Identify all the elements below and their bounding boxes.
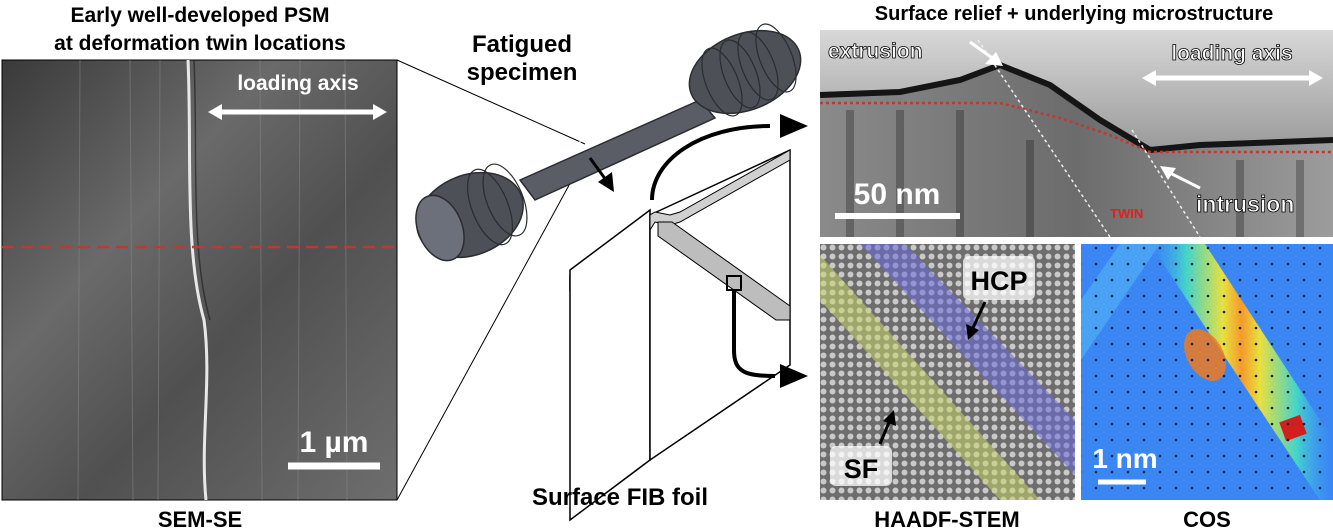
leader-line-top (396, 59, 586, 145)
hcp-label: HCP (970, 266, 1027, 296)
sem-scale-label: 1 µm (300, 426, 369, 459)
hcp-arrow (966, 324, 979, 340)
sem-title-line1: Early well-developed PSM (70, 4, 329, 27)
intrusion-label: intrusion (1196, 191, 1294, 217)
cos-panel: 1 nm COS (1081, 244, 1333, 532)
cos-caption: COS (1183, 507, 1231, 532)
sem-image (1, 59, 398, 501)
specimen-title-line1: Fatigued (472, 31, 572, 58)
specimen-arrow (588, 157, 608, 181)
hcp-band (860, 244, 1075, 475)
tem-scale-bar: 50 nm (835, 178, 960, 219)
extrusion-label: extrusion (828, 40, 923, 63)
foil-caption: Surface FIB foil (532, 484, 708, 511)
tem-cap-layer (820, 30, 1333, 150)
leader-line-bottom (396, 155, 586, 501)
specimen-title-line2: specimen (467, 59, 578, 86)
cos-scale-label: 1 nm (1092, 443, 1157, 474)
slip-lines (77, 59, 348, 501)
tem-panel: Surface relief + underlying microstructu… (819, 3, 1333, 238)
twin-label: TWIN (1110, 206, 1143, 221)
twin-boundary (186, 59, 209, 501)
cos-scale-bar: 1 nm (1092, 443, 1158, 485)
sem-axis-label: loading axis (237, 72, 358, 95)
fib-foil (569, 114, 808, 522)
tem-surface-edge (819, 61, 1333, 154)
tem-scale-label: 50 nm (854, 178, 941, 211)
sem-scale-bar: 1 µm (288, 426, 380, 470)
haadf-panel: HCP SF HAADF-STEM (820, 244, 1075, 532)
dogbone-specimen (415, 23, 802, 262)
tem-loading-axis: loading axis (1142, 42, 1323, 86)
tem-reference-line (820, 101, 1333, 154)
intrusion-arrow (1160, 166, 1176, 180)
tem-title: Surface relief + underlying microstructu… (875, 3, 1273, 25)
tem-axis-label: loading axis (1171, 42, 1292, 65)
extrusion-arrow (985, 52, 1003, 66)
sf-band (820, 255, 1040, 500)
sem-panel: Early well-developed PSM at deformation … (1, 4, 398, 532)
sem-caption: SEM-SE (158, 507, 242, 532)
haadf-caption: HAADF-STEM (874, 507, 1019, 532)
specimen-panel: Fatigued specimen (415, 23, 808, 522)
sem-loading-axis: loading axis (208, 72, 387, 120)
sf-label: SF (844, 454, 879, 484)
sf-arrow (883, 410, 896, 426)
sem-title-line2: at deformation twin locations (54, 32, 346, 55)
